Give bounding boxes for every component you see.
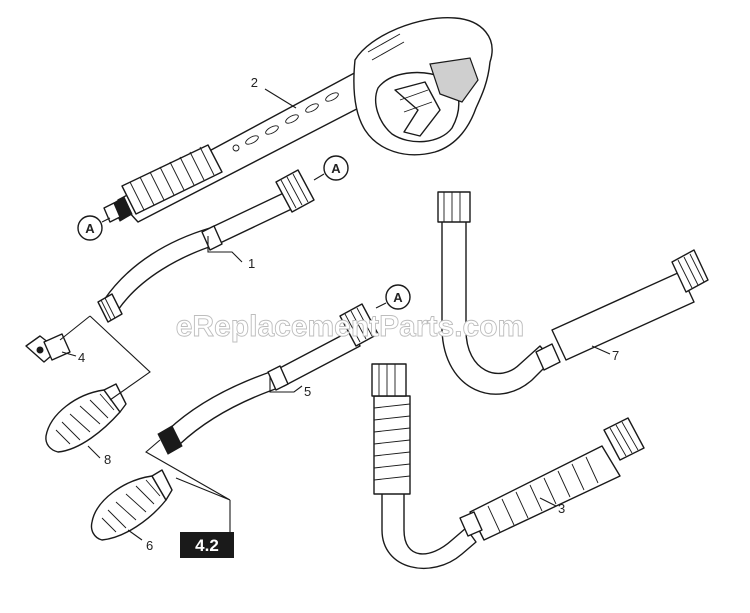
part-4-nozzle[interactable]	[25, 333, 71, 363]
callout-2: 2	[251, 75, 258, 90]
connector-a-gun: A	[77, 215, 111, 241]
part-5-lance[interactable]	[157, 303, 379, 455]
part-1-lance[interactable]	[97, 169, 315, 323]
part-2-trigger-gun[interactable]	[103, 17, 493, 223]
svg-text:A: A	[393, 290, 403, 305]
callout-6: 6	[146, 538, 153, 553]
part-6-turbo-nozzle[interactable]	[90, 469, 173, 541]
connector-a-lance1: A	[313, 155, 349, 181]
callout-8: 8	[104, 452, 111, 467]
svg-text:A: A	[85, 221, 95, 236]
callout-3: 3	[558, 501, 565, 516]
svg-text:A: A	[331, 161, 341, 176]
callout-7: 7	[612, 348, 619, 363]
section-badge: 4.2	[180, 532, 234, 558]
part-7-hose[interactable]	[437, 191, 709, 395]
gun-spiral-grip	[121, 144, 223, 215]
leader-lines	[59, 88, 611, 541]
svg-text:4.2: 4.2	[195, 536, 219, 555]
gun-lance-slots	[232, 92, 339, 152]
part-3-hose[interactable]	[371, 363, 645, 569]
callout-1: 1	[248, 256, 255, 271]
callout-4: 4	[78, 350, 85, 365]
part-8-turbo-nozzle[interactable]	[45, 383, 127, 453]
connector-a-lance5: A	[375, 284, 411, 310]
callout-5: 5	[304, 384, 311, 399]
watermark: eReplacementParts.com	[176, 310, 525, 343]
